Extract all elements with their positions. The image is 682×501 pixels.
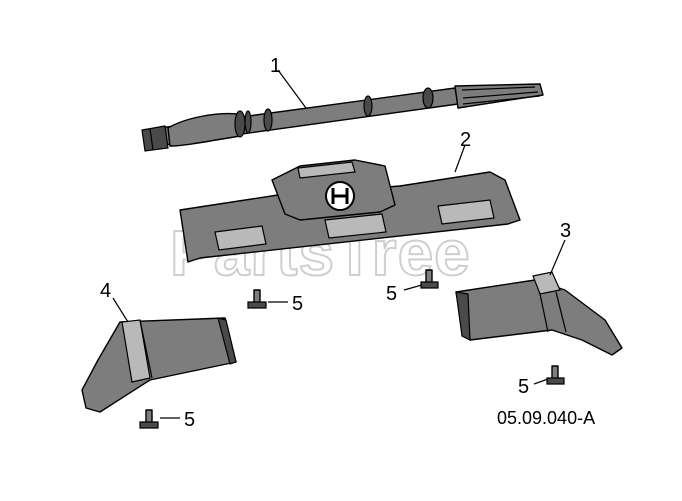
leader-line-4 <box>112 297 129 323</box>
part-5-bolt-c[interactable] <box>546 365 565 385</box>
callout-5d: 5 <box>184 409 195 431</box>
part-2-top-cover[interactable] <box>179 159 521 263</box>
part-3-right-guard[interactable] <box>455 271 623 356</box>
leader-line-5b <box>403 284 423 291</box>
callout-2: 2 <box>460 129 471 151</box>
callout-5c: 5 <box>518 376 529 398</box>
part-5-bolt-b[interactable] <box>420 269 439 289</box>
part-5-bolt-a[interactable] <box>247 289 267 309</box>
leader-line-5c <box>533 378 549 385</box>
part-4-left-guard[interactable] <box>81 317 237 413</box>
part-1-handle-tube[interactable] <box>141 83 544 152</box>
callout-4: 4 <box>100 280 111 302</box>
callout-1: 1 <box>270 55 281 77</box>
callout-5b: 5 <box>386 283 397 305</box>
callout-5a: 5 <box>292 293 303 315</box>
leader-line-2 <box>454 144 466 173</box>
brand-logo-icon <box>325 181 355 211</box>
leader-line-3 <box>549 239 566 276</box>
figure-code-label: 05.09.040-A <box>497 408 595 428</box>
leader-line-1 <box>277 69 307 109</box>
callout-3: 3 <box>560 220 571 242</box>
part-5-bolt-d[interactable] <box>139 409 159 429</box>
